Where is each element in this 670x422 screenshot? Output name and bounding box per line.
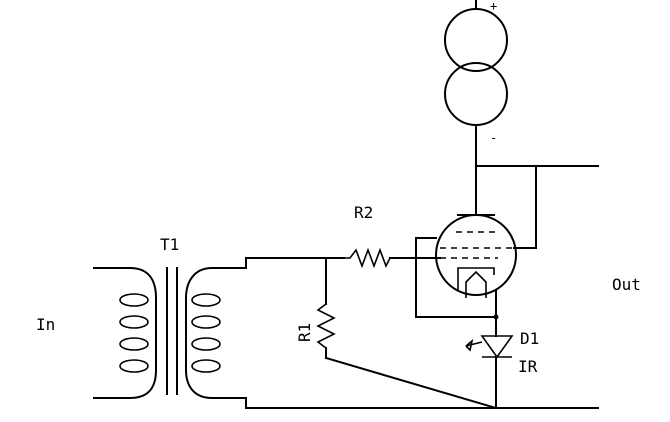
led-d1: D1 IR <box>465 329 539 376</box>
r2-label: R2 <box>354 203 373 222</box>
secondary-top-wire <box>243 257 345 269</box>
vacuum-tube <box>435 214 517 298</box>
primary-coil-2 <box>119 315 149 329</box>
primary-coil-1 <box>119 293 149 307</box>
led-arrow-head <box>465 338 474 352</box>
tube-envelope <box>435 214 517 296</box>
r1-to-ground-wire <box>324 356 498 410</box>
supply-plus-label: + <box>490 0 497 13</box>
supply-circle-bottom <box>444 62 508 126</box>
t1-label: T1 <box>160 235 179 254</box>
primary-outer <box>93 267 157 399</box>
r1-zigzag <box>316 303 336 349</box>
tube-heater <box>465 270 487 298</box>
out-label: Out <box>612 275 641 294</box>
ir-label: IR <box>518 357 538 376</box>
supply-minus-label: - <box>490 131 497 145</box>
d1-label: D1 <box>520 329 539 348</box>
tube-cathode <box>457 267 495 290</box>
secondary-coil-1 <box>191 293 221 307</box>
ground-wire <box>243 397 599 409</box>
primary-coil-4 <box>119 359 149 373</box>
in-label: In <box>36 315 55 334</box>
transformer-t1: T1 <box>93 235 245 399</box>
led-arrow-line <box>465 341 483 347</box>
r2-zigzag <box>344 247 391 269</box>
primary-coil-3 <box>119 337 149 351</box>
power-supply: + - <box>444 0 508 145</box>
secondary-coil-4 <box>191 359 221 373</box>
r1-label: R1 <box>295 323 314 342</box>
secondary-coil-3 <box>191 337 221 351</box>
resistor-r1: R1 <box>295 303 336 349</box>
secondary-outer <box>185 267 245 399</box>
secondary-coil-2 <box>191 315 221 329</box>
supply-circle-top <box>444 8 508 72</box>
suppressor-wire <box>415 237 497 318</box>
resistor-r2: R2 <box>344 203 391 269</box>
led-triangle <box>480 335 514 359</box>
